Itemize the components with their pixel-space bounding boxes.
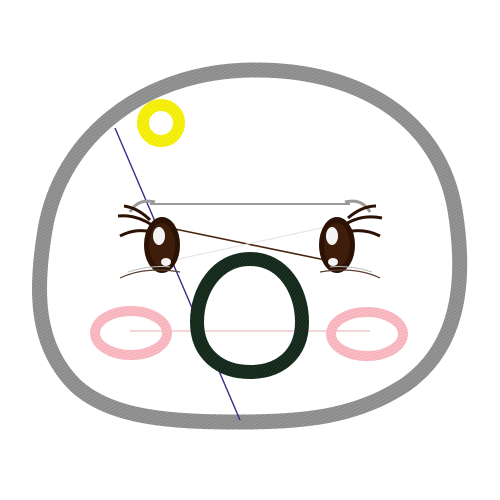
mouth-ring <box>189 251 310 380</box>
left-eye <box>117 204 181 279</box>
right-eye <box>319 204 383 279</box>
brown-thread-line <box>169 227 336 263</box>
head-outline <box>31 62 468 430</box>
sun-ring <box>137 99 185 147</box>
left-blush <box>90 306 172 360</box>
right-blush <box>326 307 408 361</box>
brow-bar <box>128 199 372 213</box>
grey-thread-line <box>164 224 336 263</box>
